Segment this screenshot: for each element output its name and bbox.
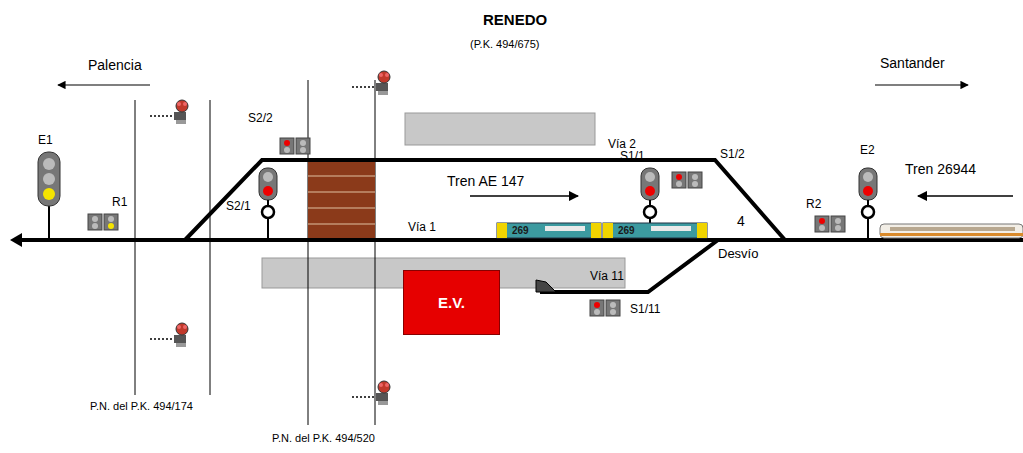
platform [405,113,595,145]
signal-e2 [859,168,877,240]
barrier-signal [150,100,188,124]
label-text: S1/11 [630,303,660,316]
label-text: Vía 1 [408,221,436,234]
train-direction-arrow [918,195,1013,197]
label-text: P.N. del P.K. 494/520 [272,432,375,444]
label-text: E2 [860,144,875,157]
locomotive-number: 269 [512,225,529,236]
label-text: S2/1 [226,200,251,213]
signal-e1 [38,152,60,240]
label-text: P.N. del P.K. 494/174 [90,400,193,412]
label-text: Vía 11 [590,270,624,283]
label-text: R1 [112,196,127,209]
barrier-signal [352,71,390,95]
track [18,160,1023,292]
label-text: S2/2 [248,112,273,125]
label-text: 4 [737,214,745,229]
label-text: Palencia [88,58,142,73]
train-direction-arrow [470,195,578,197]
dwarf-signal [280,138,310,154]
label-text: R2 [806,198,821,211]
barrier-signal [150,323,188,347]
station-building: E.V. [403,270,500,335]
level-crossing-planks [308,160,375,240]
level-crossing-road [135,80,375,425]
track-end-arrow [10,233,22,247]
label-text: E1 [38,134,53,147]
barrier-signal [352,381,390,405]
buffer-stop [536,280,556,292]
dwarf-signal [815,216,845,232]
dwarf-signal [590,300,620,316]
direction-arrow [875,84,968,85]
direction-arrow [58,84,150,85]
label-text: S1/1 [620,150,645,163]
dwarf-signal [88,214,118,230]
label-text: Desvío [718,247,758,261]
building-label: E.V. [438,294,465,311]
dwarf-signal [672,172,702,188]
label-text: Tren AE 147 [447,174,524,189]
label-text: Tren 26944 [905,162,976,177]
label-text: (P.K. 494/675) [470,38,540,50]
station-title: RENEDO [483,12,547,29]
locomotive [497,223,601,238]
label-text: Santander [880,56,945,71]
locomotive-number: 269 [618,225,635,236]
signal-s2-1 [259,168,277,240]
passenger-train [880,224,1023,238]
locomotive [603,223,707,238]
label-text: S1/2 [720,148,745,161]
